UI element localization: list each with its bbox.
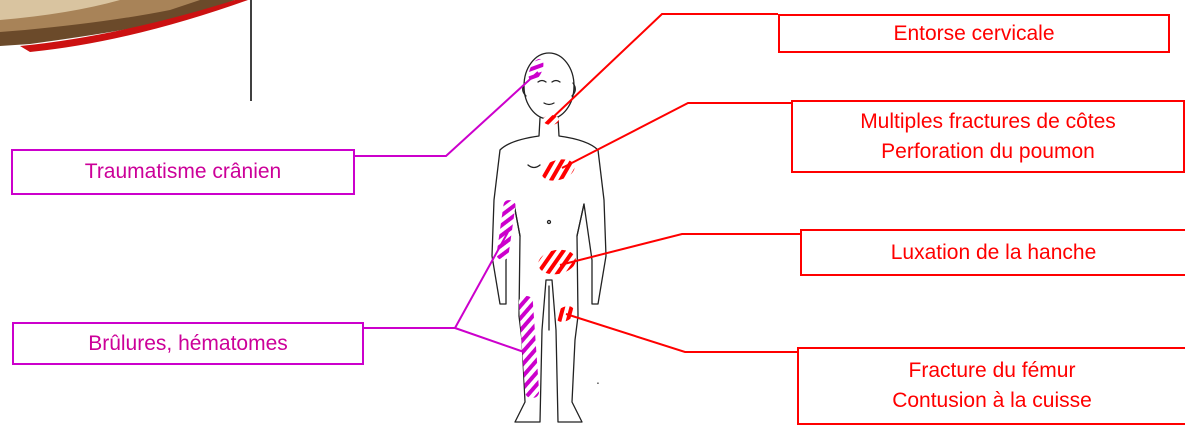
label-entorse-cervicale: Entorse cervicale (778, 14, 1170, 53)
label-traumatisme-cranien: Traumatisme crânien (11, 149, 355, 195)
label-brulures-hematomes: Brûlures, hématomes (12, 322, 364, 365)
injury-mark-chest (539, 156, 577, 184)
connector-lines (354, 14, 800, 352)
speck-mark: . (596, 371, 600, 387)
injury-mark-thigh (553, 303, 577, 325)
connector-burns-leg (455, 328, 524, 352)
corner-decoration (0, 0, 248, 52)
label-luxation-hanche: Luxation de la hanche (800, 229, 1185, 276)
label-text: Luxation de la hanche (891, 238, 1097, 268)
label-text: Entorse cervicale (893, 19, 1054, 49)
connector-hip (560, 234, 800, 265)
connector-femur (566, 314, 797, 352)
label-fractures-cotes: Multiples fractures de côtes Perforation… (791, 100, 1185, 173)
connector-burns-arm (455, 232, 508, 328)
label-text: Traumatisme crânien (85, 157, 281, 187)
label-fracture-femur: Fracture du fémur Contusion à la cuisse (797, 347, 1185, 425)
connector-cervical (549, 14, 778, 121)
injury-mark-leg (518, 296, 539, 399)
label-text: Brûlures, hématomes (88, 329, 288, 359)
label-text-line1: Multiples fractures de côtes (860, 107, 1116, 137)
label-text-line1: Fracture du fémur (909, 356, 1076, 386)
injury-mark-arm (496, 199, 516, 260)
connector-ribs (562, 103, 791, 168)
label-text-line2: Contusion à la cuisse (892, 386, 1092, 416)
label-text-line2: Perforation du poumon (881, 137, 1095, 167)
